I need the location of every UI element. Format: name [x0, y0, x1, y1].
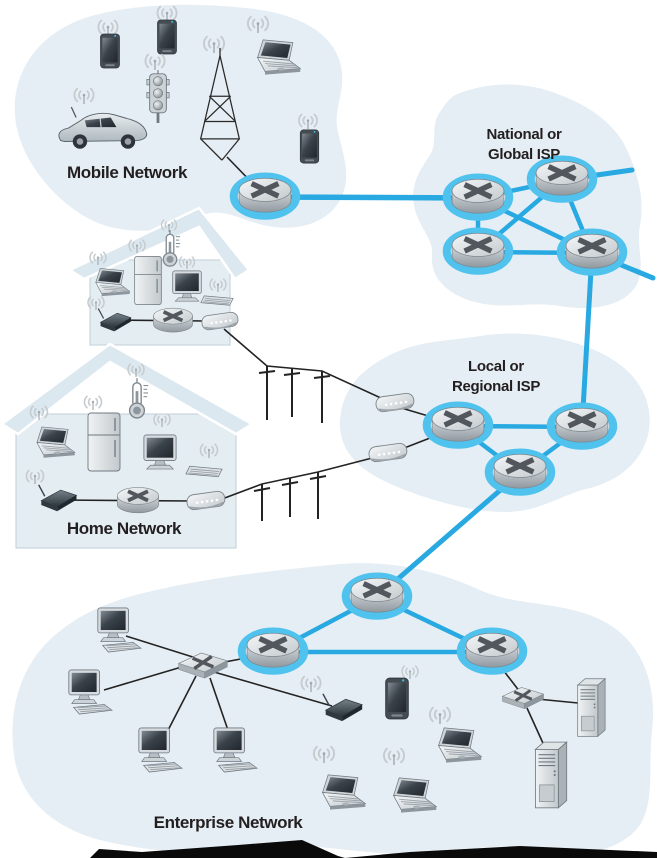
bottom-edge-artifact	[90, 840, 657, 858]
router-icon	[561, 232, 624, 271]
link-local-enterprise	[374, 470, 523, 600]
server-icon	[577, 678, 606, 737]
small-house-roof	[67, 206, 251, 281]
enterprise-network-label: Enterprise Network	[154, 813, 304, 832]
local-isp-cloud	[339, 333, 650, 512]
wifi-waves-icon	[83, 395, 103, 410]
smartphone-icon	[100, 33, 120, 69]
wire-home-to-isp	[213, 456, 377, 503]
link-switch-ap	[213, 671, 333, 707]
refrigerator-icon	[87, 412, 121, 472]
smartphone-icon	[385, 677, 409, 720]
home-router-icon	[151, 306, 195, 334]
local-isp-label-line1: Local or	[468, 358, 524, 375]
local-isp-label-line2: Regional ISP	[452, 378, 540, 395]
server-icon	[534, 741, 568, 809]
wire-small-home-to-isp	[223, 328, 384, 400]
link-national-local	[579, 250, 595, 430]
link-switch2-server1	[536, 698, 579, 704]
mobile-router-icon	[234, 176, 297, 215]
router-icon	[461, 631, 524, 670]
smartphone-icon	[157, 19, 177, 55]
router-icon	[551, 406, 614, 445]
link-mobile-national	[262, 194, 481, 201]
router-icon	[489, 452, 552, 491]
router-icon	[447, 177, 510, 216]
thermostat-icon	[128, 378, 149, 419]
home-router-icon	[115, 485, 161, 515]
link-switch-desktop2	[103, 665, 186, 691]
router-icon	[242, 631, 305, 670]
home-network-label: Home Network	[67, 519, 182, 538]
national-isp-label-line2: Global ISP	[488, 146, 560, 163]
telephone-poles-lower	[253, 472, 327, 521]
refrigerator-icon	[133, 255, 163, 306]
national-isp-label-line1: National or	[486, 126, 562, 143]
router-icon	[531, 159, 594, 198]
smartphone-icon	[299, 129, 320, 164]
router-icon	[427, 405, 490, 444]
telephone-poles-upper	[258, 366, 331, 423]
router-icon	[447, 231, 510, 270]
link-switch-desktop1	[125, 635, 197, 659]
link-switch-desktop4	[209, 677, 231, 737]
region-labels: Mobile Network National or Global ISP Lo…	[67, 126, 562, 832]
mobile-network-label: Mobile Network	[67, 163, 188, 182]
home-house-roof	[0, 342, 255, 436]
router-icon	[346, 576, 409, 615]
